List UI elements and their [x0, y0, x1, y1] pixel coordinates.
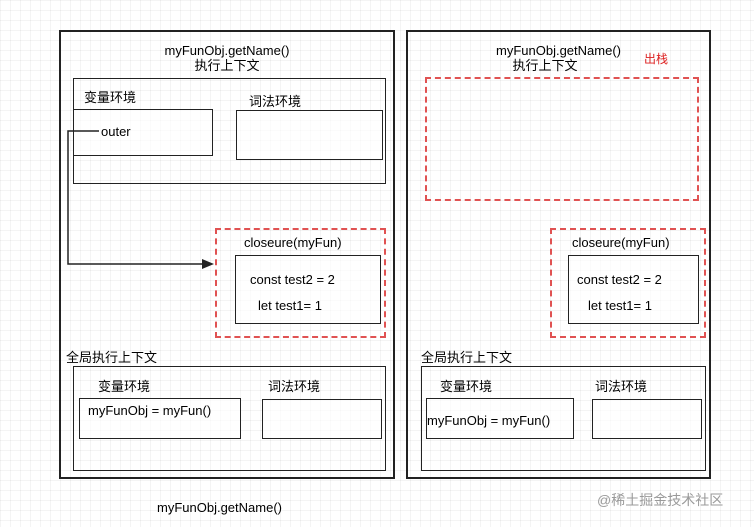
right-closure-label: closeure(myFun) — [572, 235, 670, 250]
left-global-var-value: myFunObj = myFun() — [88, 403, 212, 418]
left-global-lex-env-label: 词法环境 — [268, 379, 321, 394]
right-global-var-env-box — [426, 398, 574, 439]
popped-context-placeholder — [425, 77, 699, 201]
right-closure-line2: let test1= 1 — [588, 298, 652, 313]
left-global-var-env-box — [79, 398, 241, 439]
left-global-lex-env-box — [262, 399, 382, 439]
right-closure-line1: const test2 = 2 — [577, 272, 662, 287]
left-var-env-box — [73, 109, 213, 156]
left-closure-line1: const test2 = 2 — [250, 272, 335, 287]
left-lex-env-label: 词法环境 — [249, 94, 302, 109]
left-closure-label: closeure(myFun) — [244, 235, 342, 250]
right-call-stack-panel — [406, 30, 711, 479]
left-lex-env-box — [236, 110, 383, 160]
left-global-context-box — [73, 366, 386, 471]
left-outer-label: outer — [101, 124, 131, 139]
bottom-caption: myFunObj.getName() — [157, 500, 282, 515]
right-closure-box — [568, 255, 699, 324]
right-context-subtitle: 执行上下文 — [512, 58, 578, 73]
left-closure-container — [215, 228, 386, 338]
right-global-var-env-label: 变量环境 — [440, 379, 493, 394]
right-global-lex-env-label: 词法环境 — [595, 379, 648, 394]
left-context-title: myFunObj.getName() — [164, 43, 290, 58]
right-global-lex-env-box — [592, 399, 702, 439]
left-call-stack-panel — [59, 30, 395, 479]
left-closure-line2: let test1= 1 — [258, 298, 322, 313]
watermark: @稀土掘金技术社区 — [597, 492, 724, 508]
right-global-var-value: myFunObj = myFun() — [427, 413, 551, 428]
left-var-env-label: 变量环境 — [84, 90, 137, 105]
right-global-context-box — [421, 366, 706, 471]
left-context-subtitle: 执行上下文 — [194, 58, 260, 73]
left-global-context-label: 全局执行上下文 — [66, 350, 158, 365]
right-global-context-label: 全局执行上下文 — [421, 350, 513, 365]
right-context-title: myFunObj.getName() — [496, 43, 621, 58]
right-closure-container — [550, 228, 706, 338]
left-global-var-env-label: 变量环境 — [98, 379, 151, 394]
pop-stack-label: 出栈 — [644, 52, 669, 66]
left-closure-box — [235, 255, 381, 324]
